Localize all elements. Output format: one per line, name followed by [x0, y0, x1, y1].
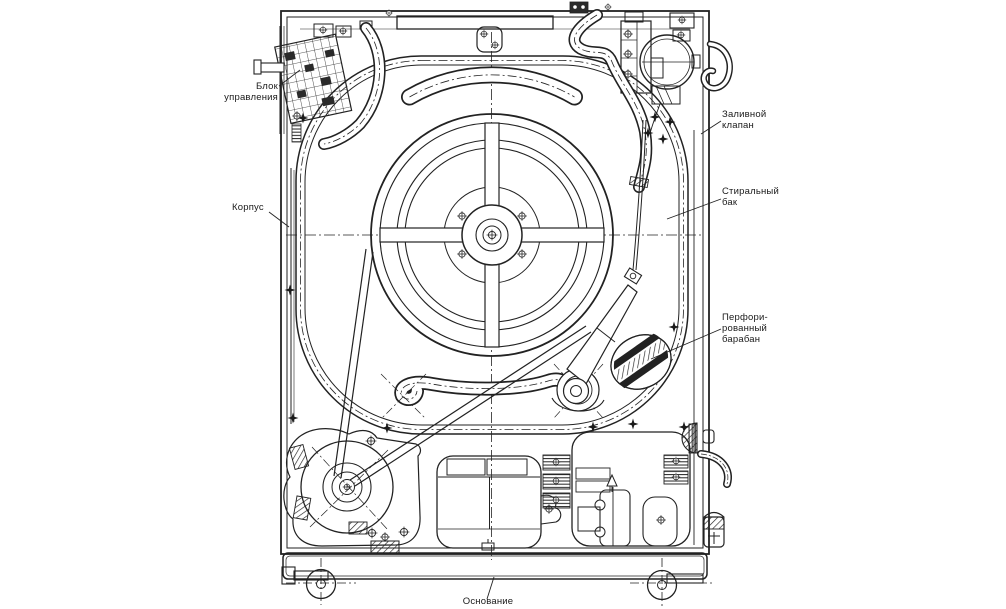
label-wash-tub-line2: бак	[722, 197, 738, 208]
pump-assembly	[571, 431, 691, 547]
leader-body	[268, 211, 290, 228]
base-assembly	[281, 531, 714, 606]
label-perforated-drum: Перфори- рованный барабан	[722, 312, 768, 345]
tub-bottom-hose	[380, 363, 605, 420]
label-wash-tub: Стиральный бак	[722, 186, 779, 208]
label-fill-valve-line1: Заливной	[722, 109, 767, 120]
leader-wash-tub	[666, 198, 722, 220]
label-control-unit-line2: управления	[224, 92, 278, 103]
lower-left-box	[436, 455, 562, 549]
control-unit	[253, 23, 353, 143]
drive-pulley	[370, 113, 614, 357]
leader-control-unit	[278, 69, 301, 87]
damper	[562, 267, 643, 405]
leader-base	[486, 576, 495, 600]
label-base-line1: Основание	[462, 596, 514, 607]
top-panel-hardware	[385, 1, 695, 53]
drive-belt	[333, 248, 592, 487]
motor-assembly	[283, 428, 422, 547]
label-perforated-drum-line1: Перфори-	[722, 312, 768, 323]
tub-top-arc-rib	[401, 66, 583, 106]
perforated-drum-cutaway	[603, 325, 679, 395]
label-perforated-drum-line2: рованный	[722, 323, 768, 334]
label-control-unit-line1: Блок	[255, 81, 278, 92]
label-base: Основание	[438, 596, 538, 607]
left-hose	[318, 20, 386, 150]
right-hose	[568, 9, 653, 271]
label-control-unit: Блок управления	[196, 81, 278, 103]
wash-tub	[295, 55, 689, 435]
label-fill-valve-line2: клапан	[722, 120, 754, 131]
label-wash-tub-line1: Стиральный	[722, 186, 779, 197]
vibration-pads	[542, 454, 571, 509]
leader-perforated-drum	[650, 328, 722, 360]
label-body: Корпус	[232, 202, 264, 213]
label-fill-valve: Заливной клапан	[722, 109, 766, 131]
label-perforated-drum-line3: барабан	[722, 334, 761, 345]
leader-lines	[268, 69, 722, 600]
leader-fill-valve	[700, 120, 722, 135]
right-wall-hardware	[663, 40, 733, 548]
label-body-line1: Корпус	[232, 202, 264, 213]
